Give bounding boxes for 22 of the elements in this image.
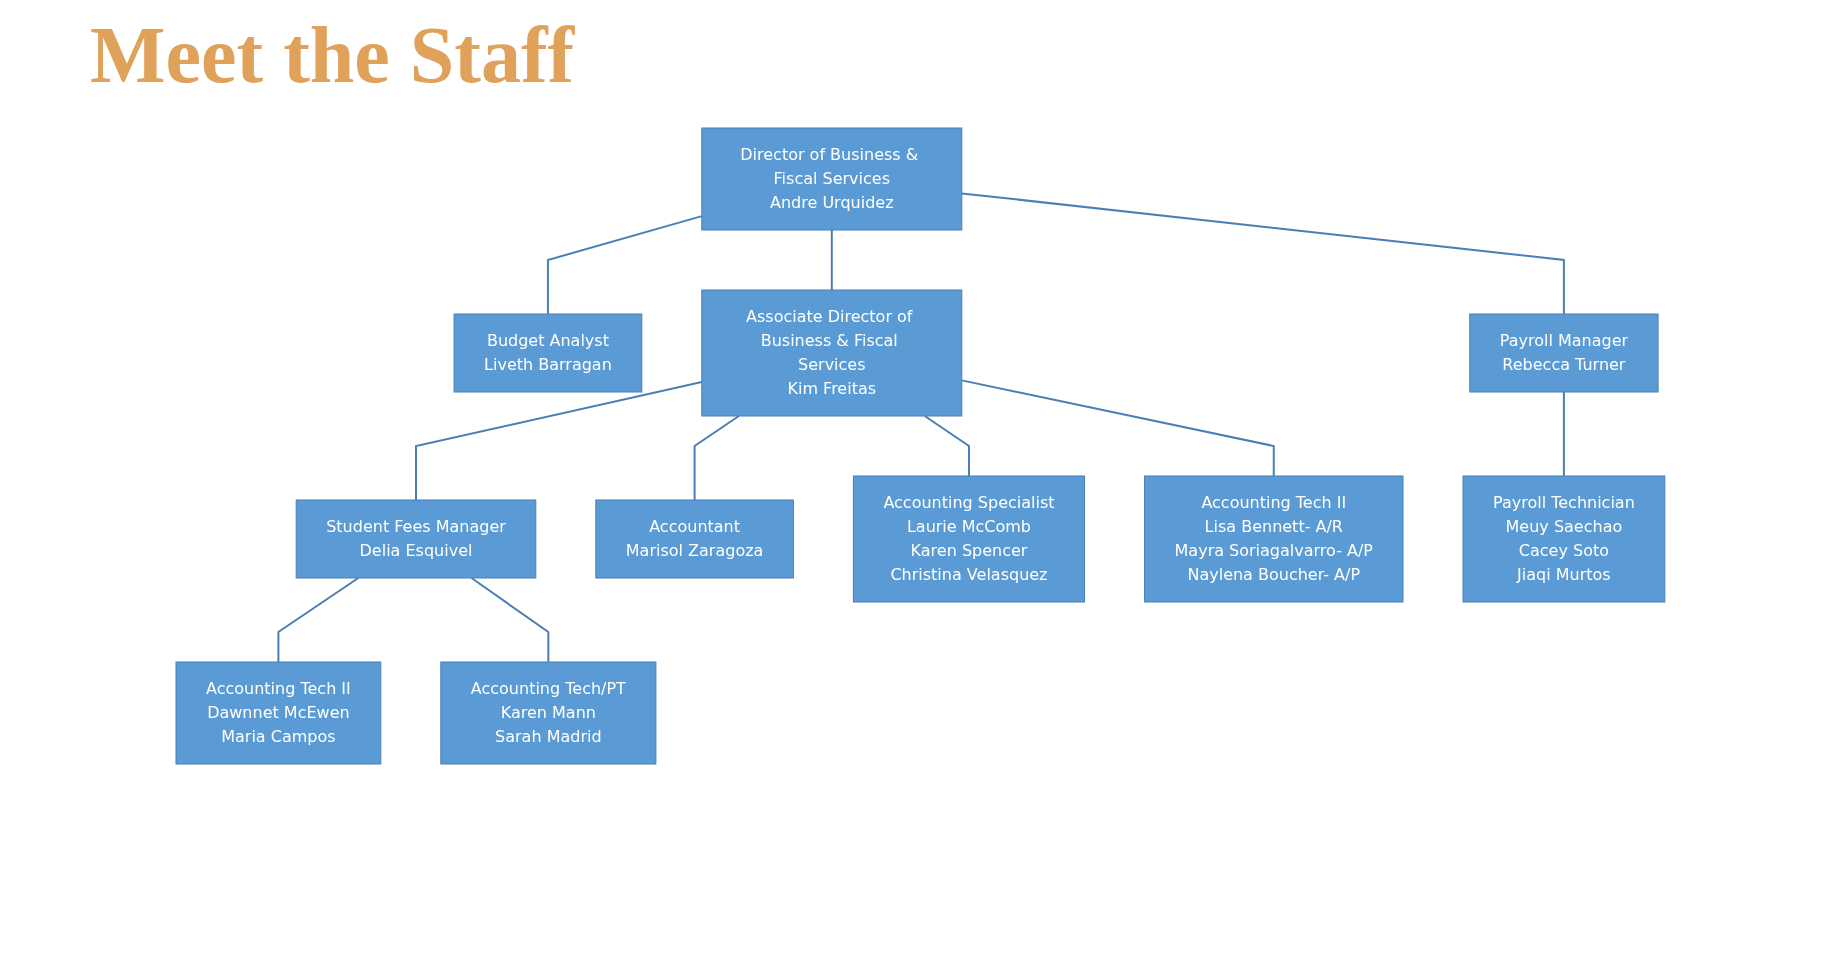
connector	[546, 215, 703, 315]
node-box: Accounting Tech II Dawnnet McEwen Maria Campos	[175, 661, 381, 765]
node-box: Accounting Tech/PT Karen Mann Sarah Madrid	[439, 661, 656, 765]
node-box: Director of Business & Fiscal Services Andre Urquidez	[700, 127, 962, 231]
node-box: Associate Director of Business & Fiscal Services Kim Freitas	[700, 289, 962, 417]
node-box: Accounting Specialist Laurie McComb Karen Spencer Christina Velasquez	[852, 475, 1085, 603]
node-box: Payroll Manager Rebecca Turner	[1468, 313, 1659, 393]
node-box: Accounting Tech II Lisa Bennett- A/R Mayra Soriagalvarro- A/P Naylena Boucher- A/P	[1143, 475, 1404, 603]
connector	[693, 415, 740, 501]
connector	[470, 577, 549, 663]
connector	[960, 379, 1275, 477]
connector	[923, 415, 970, 477]
connector	[830, 229, 833, 291]
connector	[277, 577, 359, 663]
node-box: Budget Analyst Liveth Barragan	[453, 313, 642, 393]
node-box: Accountant Marisol Zaragoza	[594, 499, 794, 579]
page-title: Meet the Staff	[90, 10, 575, 101]
node-box: Payroll Technician Meuy Saechao Cacey Soto Jiaqi Murtos	[1462, 475, 1665, 603]
connector	[960, 192, 1565, 315]
node-box: Student Fees Manager Delia Esquivel	[295, 499, 536, 579]
connector	[414, 381, 703, 501]
connector	[1562, 391, 1565, 477]
